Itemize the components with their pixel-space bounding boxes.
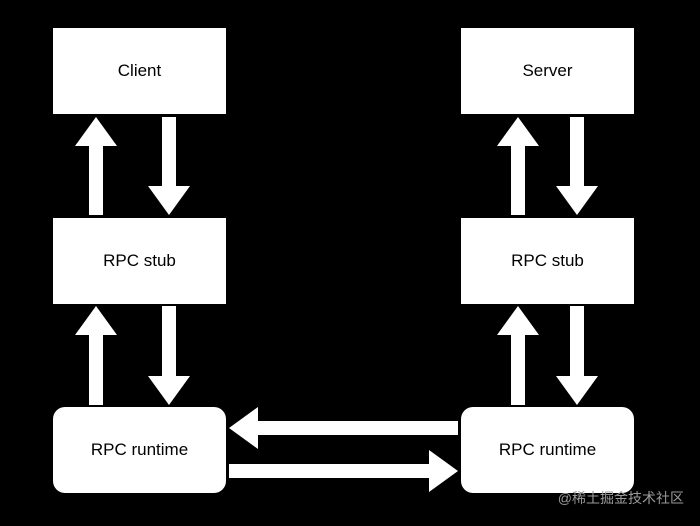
server-rpc-stub-box: RPC stub xyxy=(461,218,634,304)
arrow-right-client-runtime-to-server-runtime xyxy=(229,450,458,492)
arrow-down-stub-to-runtime-right xyxy=(556,306,598,405)
server-label: Server xyxy=(522,61,573,80)
arrow-up-runtime-to-stub-left xyxy=(75,306,117,405)
arrow-down-server-to-stub xyxy=(556,117,598,215)
client-rpc-stub-box: RPC stub xyxy=(53,218,226,304)
server-box: Server xyxy=(461,28,634,114)
server-rpc-runtime-box: RPC runtime xyxy=(461,407,634,493)
arrow-up-stub-to-server xyxy=(497,117,539,215)
server-rpc-stub-label: RPC stub xyxy=(511,251,584,270)
arrow-left-server-runtime-to-client-runtime xyxy=(229,407,458,449)
arrow-up-runtime-to-stub-right xyxy=(497,306,539,405)
client-rpc-stub-label: RPC stub xyxy=(103,251,176,270)
client-label: Client xyxy=(117,61,162,80)
server-rpc-runtime-label: RPC runtime xyxy=(498,440,597,459)
client-box: Client xyxy=(53,28,226,114)
arrow-down-stub-to-runtime-left xyxy=(148,306,190,405)
client-rpc-runtime-box: RPC runtime xyxy=(53,407,226,493)
client-rpc-runtime-label: RPC runtime xyxy=(90,440,189,459)
watermark: @稀土掘金技术社区 xyxy=(557,490,684,506)
arrow-up-stub-to-client xyxy=(75,117,117,215)
arrow-down-client-to-stub xyxy=(148,117,190,215)
